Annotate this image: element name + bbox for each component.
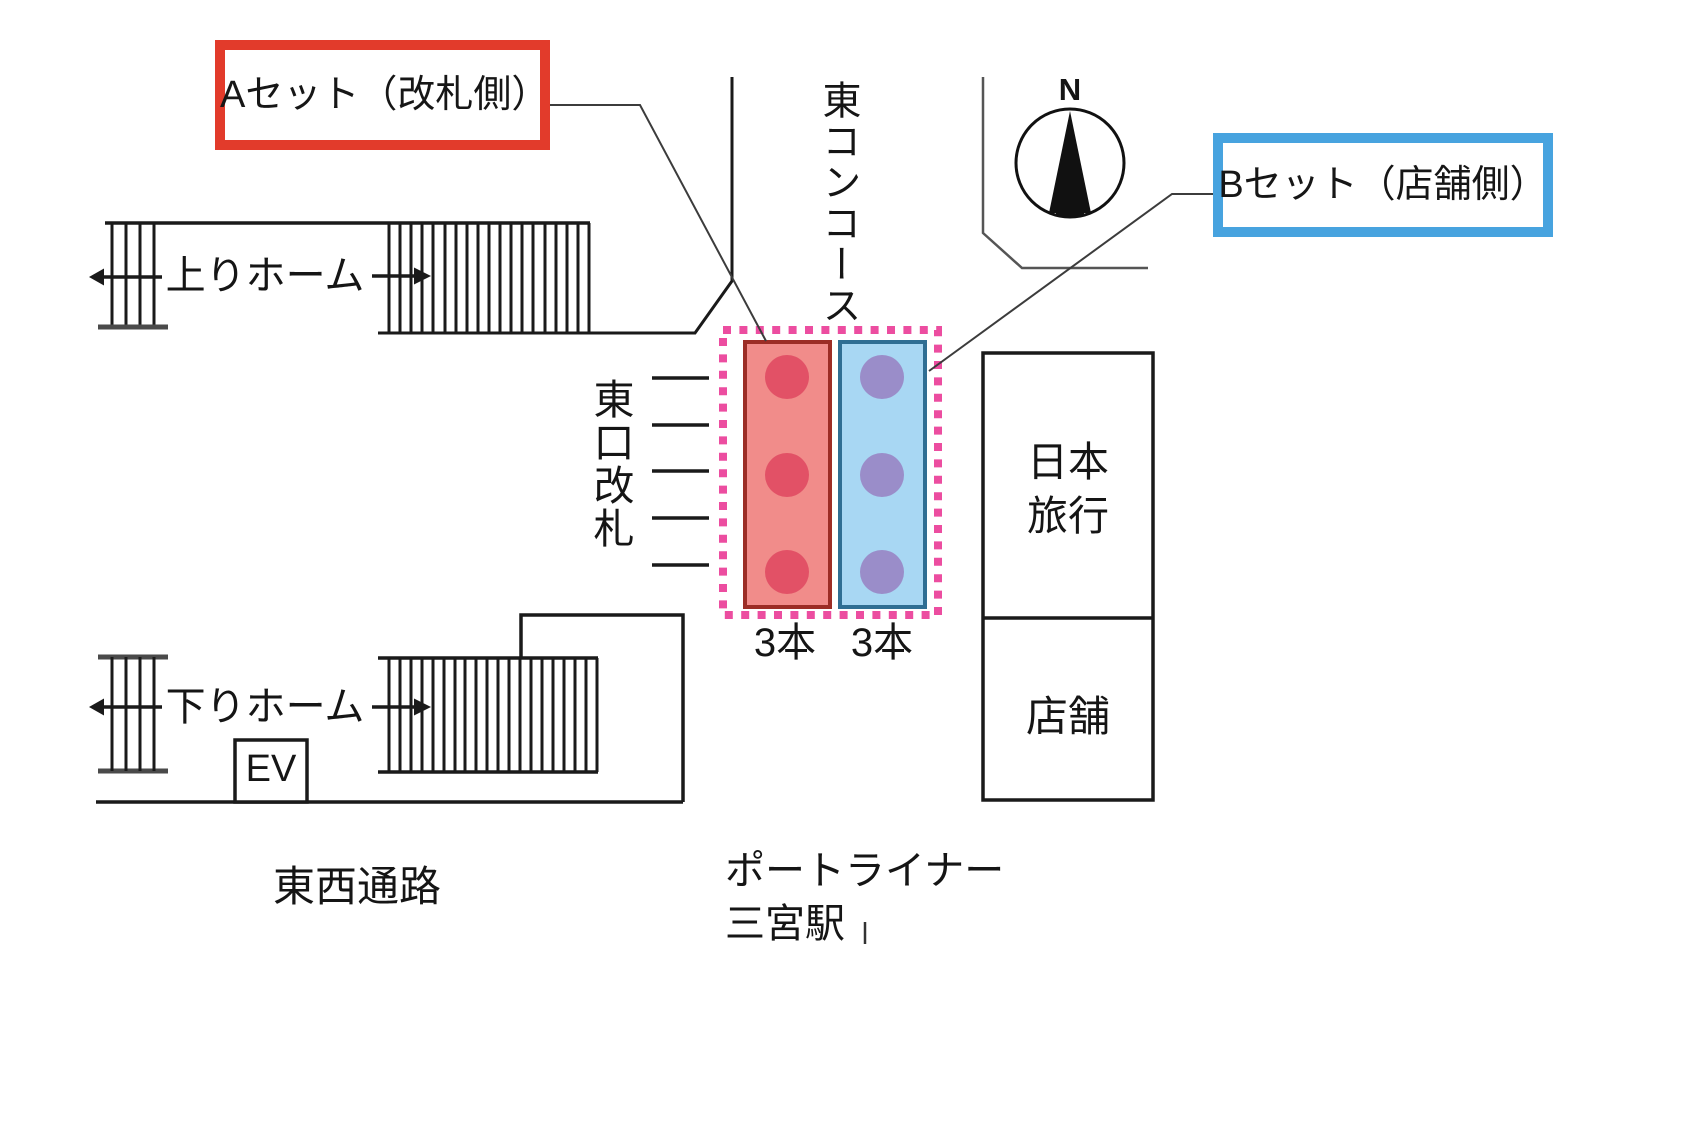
- shop-label: 店舗: [1025, 693, 1110, 741]
- set-b-leader-line: [928, 193, 1218, 372]
- up-platform-label: 上りホーム: [165, 253, 365, 298]
- set-b-pillar-1: [860, 355, 904, 399]
- concourse-west-wall: [378, 77, 734, 335]
- down-platform-left-mini-stairs: [110, 657, 156, 771]
- set-a-pillar-3: [765, 550, 809, 594]
- set-a-pillar-2: [765, 453, 809, 497]
- elevator-box: [233, 738, 309, 804]
- elevator-label: EV: [245, 747, 297, 790]
- set-a-pillar-1: [765, 355, 809, 399]
- pillar-zone-dashed-highlight: [719, 326, 942, 619]
- east-west-passage-label: 東西通路: [272, 863, 441, 911]
- east-gate-label: 東口改札: [587, 378, 633, 550]
- set-b-pillar-3: [860, 550, 904, 594]
- set-b-callout-box: [1213, 133, 1553, 237]
- down-platform-left-mini-stairs-caps: [98, 654, 168, 774]
- set-a-callout-label: Aセット（改札側）: [220, 73, 550, 116]
- set-b-callout-label: Bセット（店舗側）: [1218, 163, 1548, 206]
- set-a-leader-line: [545, 104, 767, 342]
- east-concourse-label: 東コンコース: [817, 80, 860, 326]
- nippon-travel-label: 日本 旅行: [1027, 438, 1109, 539]
- set-a-callout-box: [215, 40, 550, 150]
- tenant-block-outline: [981, 351, 1155, 802]
- stair-shaft-outline: [519, 613, 685, 802]
- down-platform-label: 下りホーム: [165, 684, 365, 729]
- compass-needle-icon: [1049, 111, 1091, 213]
- up-platform-left-mini-stairs: [110, 223, 156, 327]
- portliner-station-label: ポートライナー 三宮駅: [725, 849, 1005, 946]
- set-b-count-label: 3本: [850, 620, 914, 665]
- ticket-gate-aisles: [652, 376, 709, 567]
- set-b-pillar-2: [860, 453, 904, 497]
- up-platform-stairs: [387, 223, 591, 333]
- set-a-count-label: 3本: [753, 620, 817, 665]
- concourse-east-wall: [981, 77, 1148, 270]
- up-platform-left-arrowhead-icon: [89, 268, 104, 286]
- down-platform-left-arrowhead-icon: [89, 698, 104, 716]
- down-platform-stairs: [387, 658, 599, 772]
- compass-north-label: N: [1058, 71, 1082, 107]
